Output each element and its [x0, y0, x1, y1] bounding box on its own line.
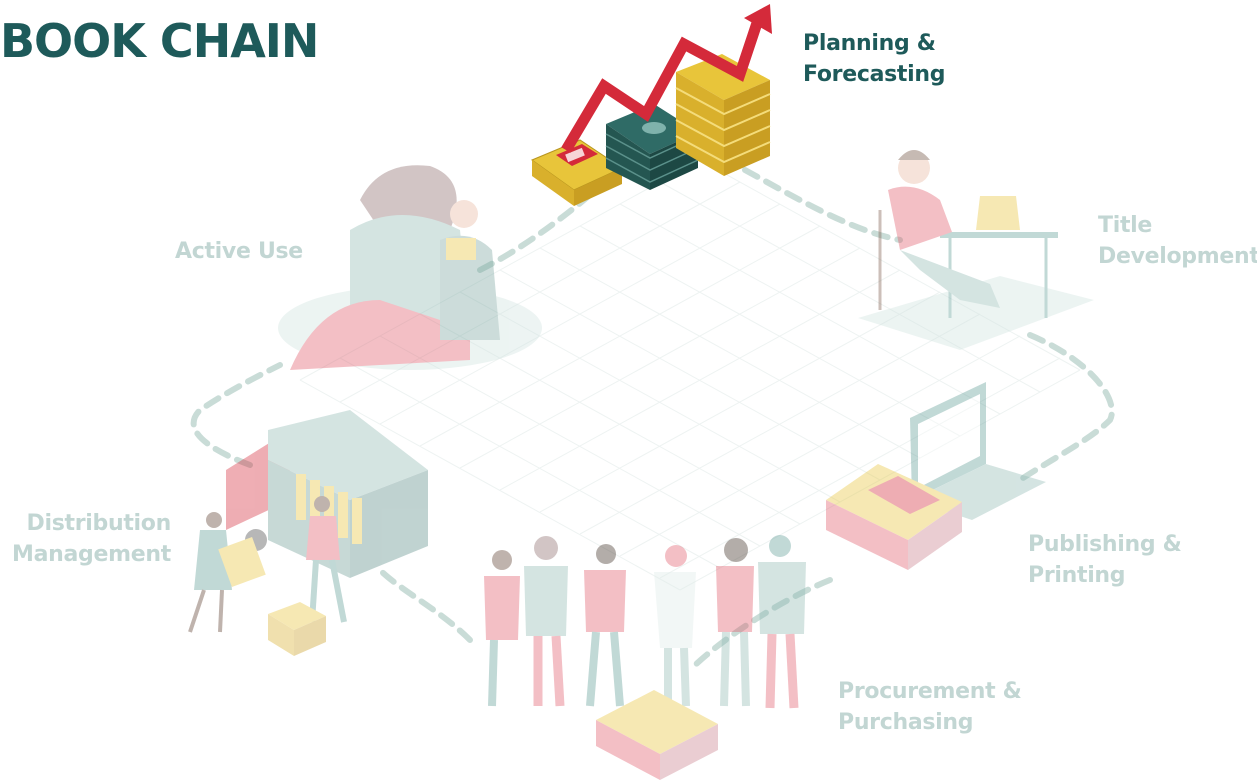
stage-label-line: Planning &: [803, 31, 936, 56]
growth-arrow-icon: [561, 4, 772, 153]
small-book-stack-icon: [530, 139, 624, 206]
distribution-illustration: [188, 410, 428, 656]
stage-label-line: Forecasting: [803, 62, 946, 87]
planning-forecasting-illustration: [530, 4, 772, 206]
stage-label-title-development: Title Development: [1098, 210, 1257, 272]
stage-label-planning-forecasting: Planning & Forecasting: [803, 28, 945, 90]
stage-label-publishing-printing: Publishing & Printing: [1028, 529, 1182, 591]
stage-label-line: Title: [1098, 213, 1153, 238]
stage-label-distribution-management: Distribution Management: [12, 508, 171, 570]
active-use-illustration: [278, 165, 542, 370]
cycle-path: [190, 167, 1115, 673]
stage-label-line: Active Use: [175, 239, 303, 264]
floor-grid: [299, 159, 1081, 591]
stage-label-line: Publishing &: [1028, 532, 1182, 557]
page-title: BOOK CHAIN: [0, 14, 319, 68]
people-group: [484, 535, 806, 709]
stage-label-active-use: Active Use: [175, 236, 303, 267]
procurement-illustration: [484, 535, 806, 780]
publishing-illustration: [826, 382, 1046, 570]
stage-label-line: Purchasing: [838, 710, 974, 735]
stage-label-line: Procurement &: [838, 679, 1022, 704]
stage-label-line: Development: [1098, 244, 1257, 269]
stage-label-line: Distribution: [26, 511, 172, 536]
stage-label-procurement-purchasing: Procurement & Purchasing: [838, 676, 1022, 738]
tall-gold-book-stack-icon: [675, 54, 771, 176]
stage-label-line: Printing: [1028, 563, 1126, 588]
stage-label-line: Management: [12, 542, 171, 567]
title-development-illustration: [858, 150, 1094, 350]
